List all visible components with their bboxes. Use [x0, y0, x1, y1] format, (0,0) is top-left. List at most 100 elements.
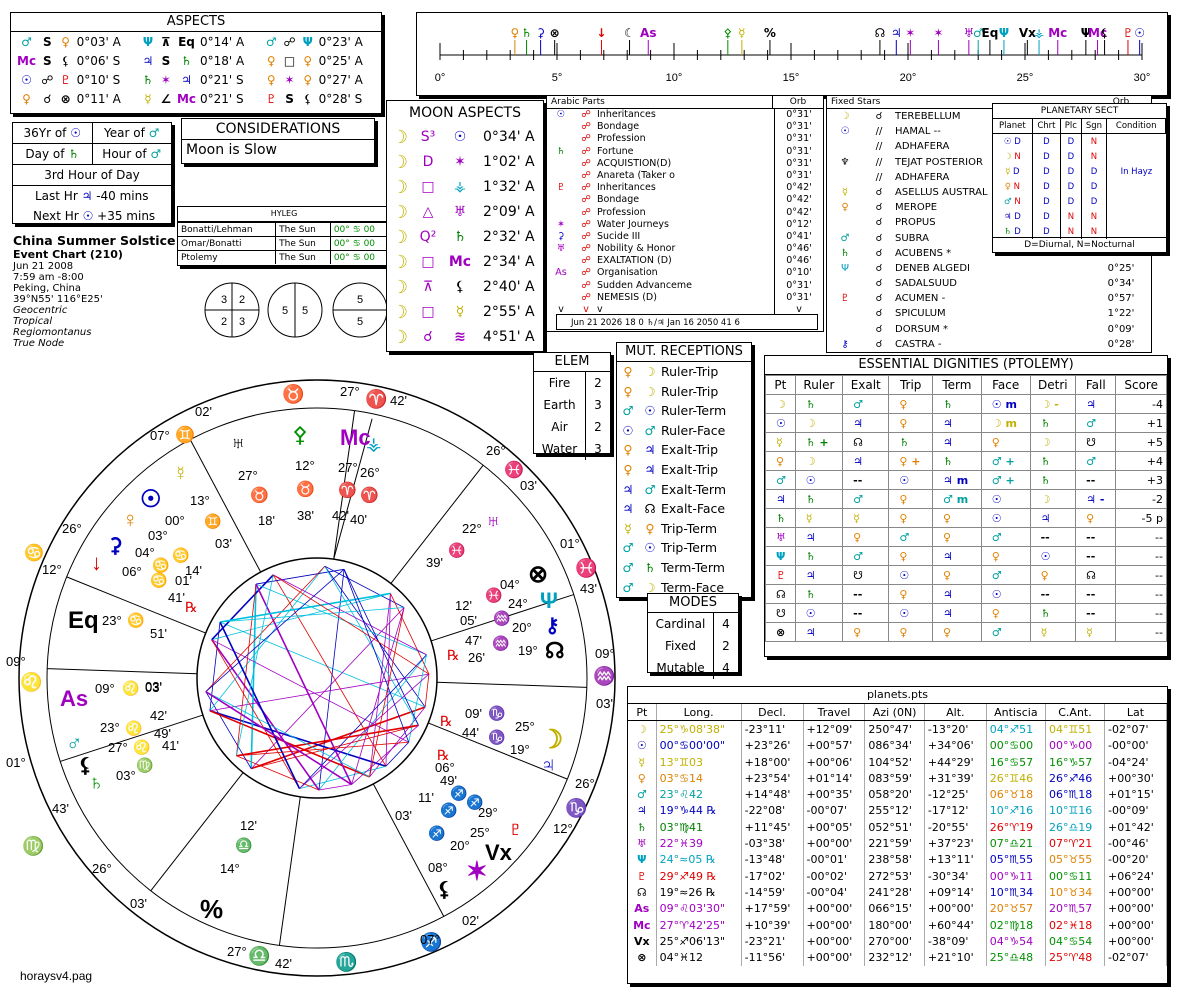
dignities-cell: ☽ - [1029, 394, 1077, 414]
svg-text:06°: 06° [435, 760, 455, 775]
arabic-part-planet [547, 280, 575, 292]
aspect-cell: ♂ [265, 34, 277, 49]
fixed-star-row: ⚷☌CASTRA -0°28' [827, 337, 1151, 352]
aspect-cell: 0°21' S [200, 72, 244, 87]
mut-type: Exalt-Term [661, 481, 726, 497]
arabic-part-name: Inheritances [597, 182, 656, 194]
fixed-star-aspect: // [875, 156, 883, 168]
sect-planet-glyph: ☽ [1004, 151, 1012, 162]
arabic-part-planet [547, 255, 575, 267]
sect-condition [1107, 149, 1166, 164]
pts-cell: ☿ [628, 753, 657, 771]
svg-text:43': 43' [52, 801, 69, 816]
fixed-star-planet: ♂ [840, 232, 850, 244]
moon-aspect-type: Q² [419, 229, 437, 245]
arabic-part-name: Inheritances [597, 109, 656, 120]
mut-type: Term-Term [661, 559, 725, 575]
aspect-cell: ♀ [303, 72, 313, 87]
pts-cell: 052°51' [864, 819, 925, 836]
dignities-cell: ☉ [794, 470, 844, 490]
mut-planet-a: ♀ [623, 442, 633, 458]
ruler-planet-glyph: ⚴ [723, 26, 732, 40]
pts-cell: ♇ [628, 867, 657, 885]
dignities-cell: -- [1115, 546, 1167, 566]
hyleg-title: HYLEG [178, 207, 390, 222]
arabic-part-aspect: v [583, 304, 589, 315]
sect-planet-glyph: ♀ [1004, 181, 1011, 192]
pts-cell: 04°♐51 [986, 720, 1046, 738]
dignities-cell: ♃ - [1075, 489, 1117, 509]
pts-cell: 25°♈48 [1045, 949, 1106, 966]
fixed-star-name: DENEB ALGEDI [895, 262, 970, 274]
aspect-line [209, 709, 387, 768]
svg-text:09°: 09° [95, 681, 115, 696]
aspects-title: ASPECTS [11, 13, 381, 32]
ruler-planet-glyph: ☾ [624, 26, 635, 40]
dignities-cell: ♄ [1029, 470, 1077, 490]
dignities-row: ♄☿☿♀♀☉♃♀-5 p [765, 508, 1167, 528]
house-cusp-line [333, 410, 356, 560]
arabic-part-orb: 0°31' [774, 157, 823, 170]
aspect-line [205, 690, 353, 786]
arabic-part-aspect: ☍ [581, 243, 591, 255]
chart-date: Jun 21 2008 [13, 261, 74, 272]
sect-planet-glyph: ☿ [1005, 166, 1011, 177]
arabic-part-aspect: ☍ [581, 218, 591, 230]
dignities-cell: -- [1115, 565, 1167, 585]
dignities-cell: ♀ [932, 508, 982, 528]
svg-text:♌: ♌ [133, 739, 150, 756]
fixed-star-orb: 0°28' [1107, 338, 1135, 350]
fixed-star-planet [827, 322, 863, 337]
fixed-star-planet: ♇ [840, 293, 850, 305]
day-of-label: Day of [25, 147, 65, 161]
jupiter-icon: ♃ [81, 189, 93, 203]
svg-text:27°: 27° [338, 460, 358, 475]
aspect-cell: Mc [17, 53, 37, 68]
aspect-line [236, 574, 274, 756]
zodiac-tropical: Tropical [13, 316, 53, 327]
mut-planet-a: ♀ [623, 364, 633, 379]
arabic-part-name: Organisation [597, 267, 658, 279]
pts-row: ⊗04°♓12-11°56'+00°00'232°12'+21°10'25°♎4… [628, 949, 1167, 966]
dignities-cell: ♂ [888, 527, 934, 547]
pts-cell: 25°♎48 [986, 949, 1046, 966]
pts-cell: -03°38' [741, 835, 804, 852]
aspect-cell: ✶ [160, 72, 171, 87]
pts-cell: -04°24' [1104, 753, 1167, 771]
dignities-row: ☽♄♂♀♄☉ m☽ -♃-4 [765, 394, 1167, 414]
aspect-cell: 0°06' S [76, 53, 121, 68]
dignities-cell: ♀ [888, 546, 934, 566]
arabic-part-name: Bondage [597, 121, 640, 133]
pts-cell: -30°34' [924, 867, 987, 885]
dignities-cell: -- [842, 603, 890, 623]
dignities-cell: ♃ [842, 413, 890, 433]
saturn-icon: ♄ [68, 147, 80, 161]
aspect-line [205, 569, 345, 692]
fixed-star-aspect: ☌ [875, 186, 883, 198]
pts-cell: -00°20' [1104, 851, 1167, 868]
vertex-wheel-label: Vx [485, 840, 513, 865]
sect-value: D [1081, 179, 1108, 194]
pts-cell: +13°11' [924, 851, 987, 868]
dignities-row: ☊♄--♀♃☉------ [765, 584, 1167, 604]
dignities-cell: ☉ m [980, 394, 1031, 414]
svg-text:13°: 13° [190, 493, 210, 508]
aspect-line [219, 607, 405, 623]
svg-text:℞: ℞ [437, 747, 450, 763]
fixed-star-aspect: ☌ [875, 278, 883, 290]
dignities-cell: ☉ [980, 508, 1031, 528]
moon-aspect-type: ⊼ [422, 279, 434, 295]
pts-row: ♀03°♋14+23°54'+01°14'083°59'+31°39'26°♊4… [628, 770, 1167, 787]
circle2-right: 5 [302, 305, 308, 317]
dignities-cell: ☽ [794, 413, 844, 433]
arabic-part-aspect: ☍ [581, 133, 591, 145]
ruler-planet-glyph: ☉ [1134, 26, 1145, 40]
aspect-cell: 0°03' A [76, 34, 121, 49]
